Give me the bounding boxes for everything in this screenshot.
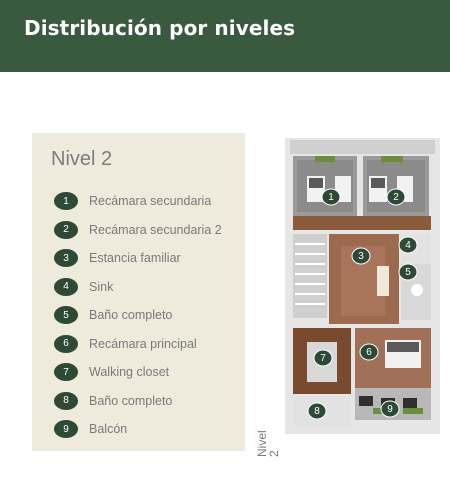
floor-plan-drawing: 1 2 3 4 5 6 7 8 bbox=[285, 138, 440, 434]
legend-item: 9 Balcón bbox=[54, 415, 244, 444]
number-badge: 8 bbox=[54, 391, 78, 410]
level-label: Nivel 2 bbox=[255, 421, 281, 457]
legend-item-label: Sink bbox=[89, 279, 114, 294]
plan-marker-label: 3 bbox=[358, 251, 364, 262]
level-label-number: 2 bbox=[267, 450, 281, 457]
number-badge: 4 bbox=[54, 277, 78, 296]
legend-item: 1 Recámara secundaria bbox=[54, 187, 244, 216]
plan-marker-label: 2 bbox=[393, 192, 399, 203]
legend-item-label: Recámara secundaria bbox=[89, 194, 212, 209]
plan-marker-label: 5 bbox=[405, 267, 411, 278]
plan-marker: 2 bbox=[386, 188, 406, 206]
plan-marker: 5 bbox=[398, 263, 418, 281]
number-badge: 6 bbox=[54, 334, 78, 353]
legend-item: 3 Estancia familiar bbox=[54, 244, 244, 273]
legend-item-label: Estancia familiar bbox=[89, 251, 181, 266]
plan-marker-label: 8 bbox=[314, 406, 320, 417]
legend-item-label: Balcón bbox=[89, 422, 128, 437]
legend-title: Nivel 2 bbox=[51, 148, 113, 170]
legend-item-label: Baño completo bbox=[89, 308, 173, 323]
plan-marker-label: 1 bbox=[328, 192, 334, 203]
plan-marker-label: 7 bbox=[320, 353, 326, 364]
floor-plan: 1 2 3 4 5 6 7 8 bbox=[285, 138, 440, 434]
legend-item-label: Walking closet bbox=[89, 365, 170, 380]
number-badge: 1 bbox=[54, 192, 78, 211]
legend-item: 2 Recámara secundaria 2 bbox=[54, 216, 244, 245]
plan-marker: 7 bbox=[313, 349, 333, 367]
number-badge: 9 bbox=[54, 420, 78, 439]
plan-marker: 6 bbox=[359, 343, 379, 361]
legend-list: 1 Recámara secundaria 2 Recámara secunda… bbox=[54, 187, 244, 444]
plan-marker: 8 bbox=[307, 402, 327, 420]
legend-panel: Nivel 2 1 Recámara secundaria 2 Recámara… bbox=[32, 133, 245, 451]
number-badge: 3 bbox=[54, 249, 78, 268]
plan-marker: 1 bbox=[321, 188, 341, 206]
plan-marker-label: 6 bbox=[366, 347, 372, 358]
legend-item: 8 Baño completo bbox=[54, 387, 244, 416]
legend-item-label: Recámara principal bbox=[89, 336, 197, 351]
plan-marker: 3 bbox=[351, 247, 371, 265]
number-badge: 2 bbox=[54, 220, 78, 239]
page-title: Distribución por niveles bbox=[24, 16, 296, 40]
legend-item: 4 Sink bbox=[54, 273, 244, 302]
number-badge: 5 bbox=[54, 306, 78, 325]
plan-marker: 4 bbox=[398, 236, 418, 254]
plan-marker-label: 9 bbox=[387, 404, 393, 415]
legend-item: 5 Baño completo bbox=[54, 301, 244, 330]
plan-marker-label: 4 bbox=[405, 240, 411, 251]
legend-item-label: Recámara secundaria 2 bbox=[89, 222, 222, 237]
legend-item-label: Baño completo bbox=[89, 393, 173, 408]
header-bar: Distribución por niveles bbox=[0, 0, 450, 72]
number-badge: 7 bbox=[54, 363, 78, 382]
plan-marker: 9 bbox=[380, 400, 400, 418]
legend-item: 7 Walking closet bbox=[54, 358, 244, 387]
legend-item: 6 Recámara principal bbox=[54, 330, 244, 359]
